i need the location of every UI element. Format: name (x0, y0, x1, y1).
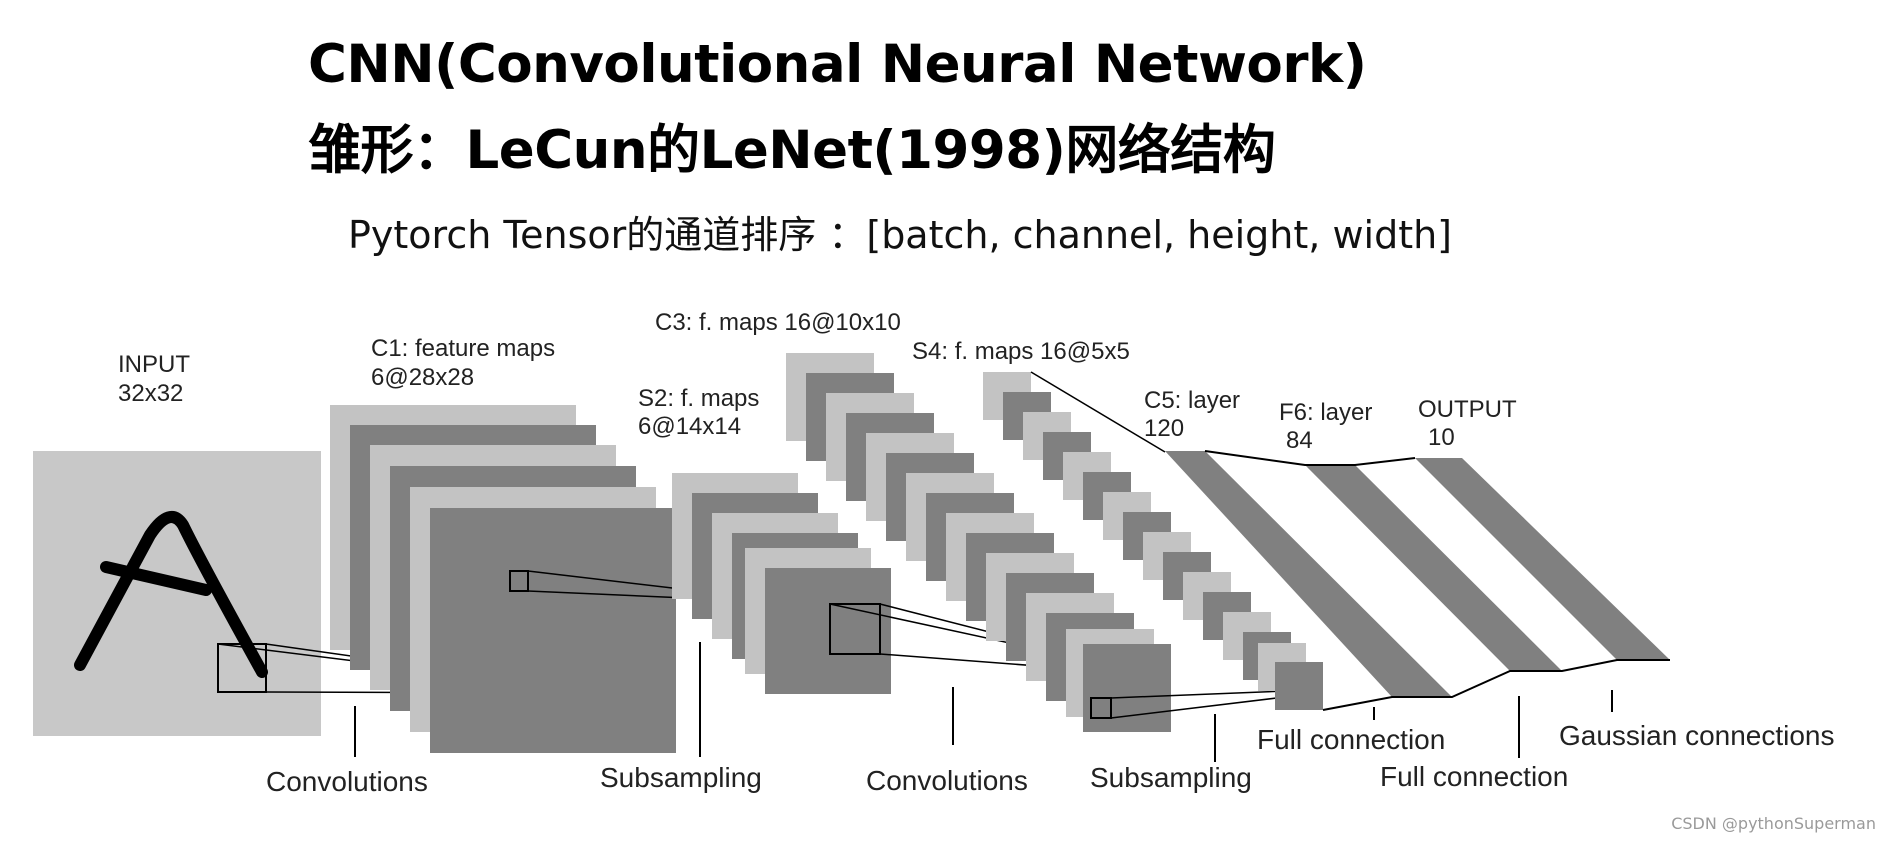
s2-label: S2: f. maps (638, 385, 759, 412)
connection-line (1204, 450, 1416, 466)
title-line-2: 雏形：LeCun的LeNet(1998)网络结构 (308, 120, 1276, 181)
projection-line (1110, 696, 1286, 719)
subsampling-label-2: Subsampling (1090, 762, 1252, 793)
c1-receptive-field (509, 570, 529, 592)
s2-size: 6@14x14 (638, 413, 741, 440)
convolutions-label-2: Convolutions (866, 765, 1028, 796)
title-line-1: CNN(Convolutional Neural Network) (308, 34, 1367, 95)
input-image (33, 451, 321, 736)
s2-receptive-field (829, 603, 881, 655)
s2-feature-maps (672, 473, 891, 694)
output-layer-band (1415, 458, 1670, 660)
c5-label: C5: layer (1144, 387, 1240, 414)
output-label: OUTPUT (1418, 396, 1517, 423)
gaussian-connections-label: Gaussian connections (1559, 720, 1835, 751)
f6-label: F6: layer (1279, 399, 1372, 426)
s4-feature-maps (983, 372, 1323, 710)
output-size: 10 (1428, 424, 1455, 451)
full-connection-label-2: Full connection (1380, 761, 1568, 792)
f6-layer-band (1305, 465, 1562, 671)
handwritten-a-crossbar (100, 561, 212, 596)
input-receptive-field (217, 643, 267, 693)
tensor-order-note: Pytorch Tensor的通道排序 ：[batch, channel, he… (348, 213, 1453, 257)
c1-feature-maps (330, 405, 676, 753)
subsampling-label-1: Subsampling (600, 762, 762, 793)
input-label: INPUT (118, 351, 190, 378)
c3-feature-maps (786, 353, 1171, 732)
input-size: 32x32 (118, 380, 183, 407)
handwritten-a-stroke (74, 511, 268, 678)
c1-label: C1: feature maps (371, 335, 555, 362)
c3-label: C3: f. maps 16@10x10 (655, 309, 901, 336)
c3-receptive-field (1090, 697, 1112, 719)
full-connection-label-1: Full connection (1257, 724, 1445, 755)
c5-size: 120 (1144, 415, 1184, 442)
s4-label: S4: f. maps 16@5x5 (912, 338, 1130, 365)
f6-size: 84 (1286, 427, 1313, 454)
c1-size: 6@28x28 (371, 364, 474, 391)
projection-line (1030, 371, 1166, 453)
convolutions-label-1: Convolutions (266, 766, 428, 797)
watermark: CSDN @pythonSuperman (1671, 814, 1876, 833)
c5-layer-band (1165, 451, 1452, 697)
projection-line (1110, 690, 1286, 699)
connection-line (1322, 659, 1670, 711)
